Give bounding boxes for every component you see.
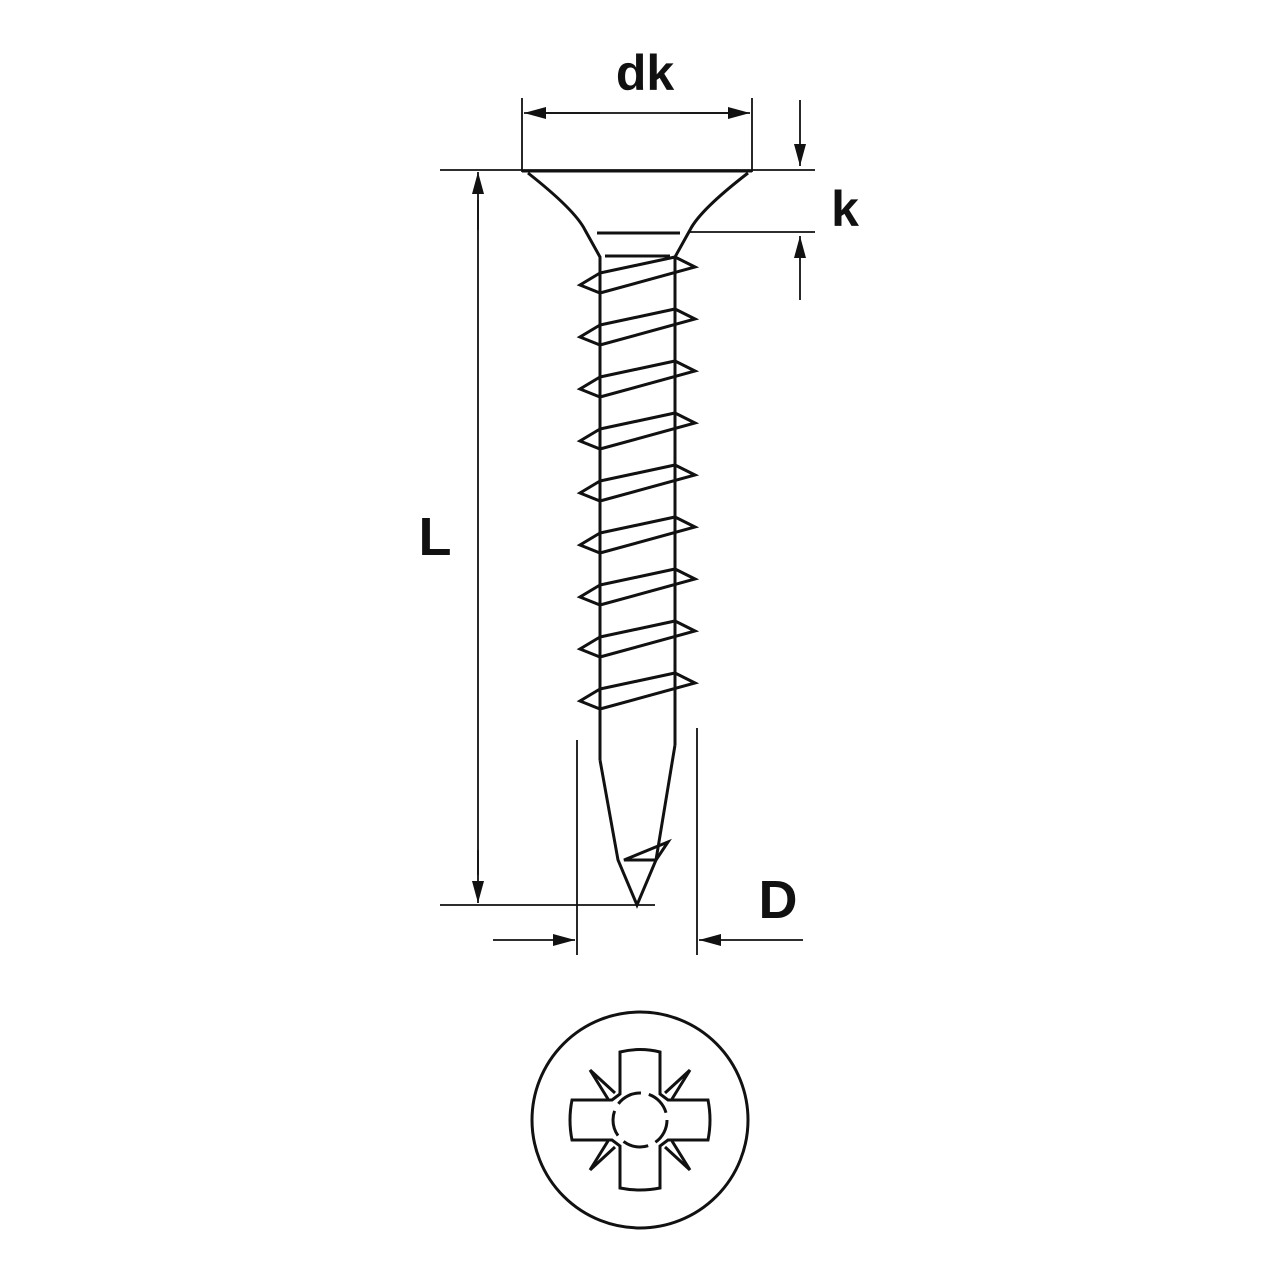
drive-center-circle [611,1091,669,1149]
l-label: L [419,507,452,567]
tip-thread [623,838,672,862]
drive-tick-sw [588,1140,617,1172]
thread-turn [576,411,700,451]
k-dimension: k [440,100,859,300]
d-dimension: D [493,728,803,955]
thread-turn [576,567,700,607]
thread-turn [576,619,700,659]
screw-head-right-side [673,171,749,270]
thread-group [576,255,700,760]
thread-turn [576,671,700,711]
pozidriv-cross-icon [568,1048,712,1192]
screw-head-outline [530,1010,750,1230]
drive-tick-nw [588,1068,617,1100]
d-label: D [759,870,798,930]
drive-tick-se [663,1140,692,1172]
l-dimension: L [419,172,655,906]
dk-dimension: dk [521,45,753,172]
thread-turn [576,463,700,503]
thread-turn [576,515,700,555]
screw-side-view [522,169,752,909]
pozidriv-drive-top-view [530,1010,750,1230]
thread-turn [576,359,700,399]
thread-turn [576,255,700,295]
k-label: k [831,181,859,237]
dk-label: dk [616,45,675,101]
screw-tip [598,744,677,909]
screw-head-left-side [527,171,602,290]
drive-tick-ne [663,1068,692,1100]
thread-turn [576,307,700,347]
